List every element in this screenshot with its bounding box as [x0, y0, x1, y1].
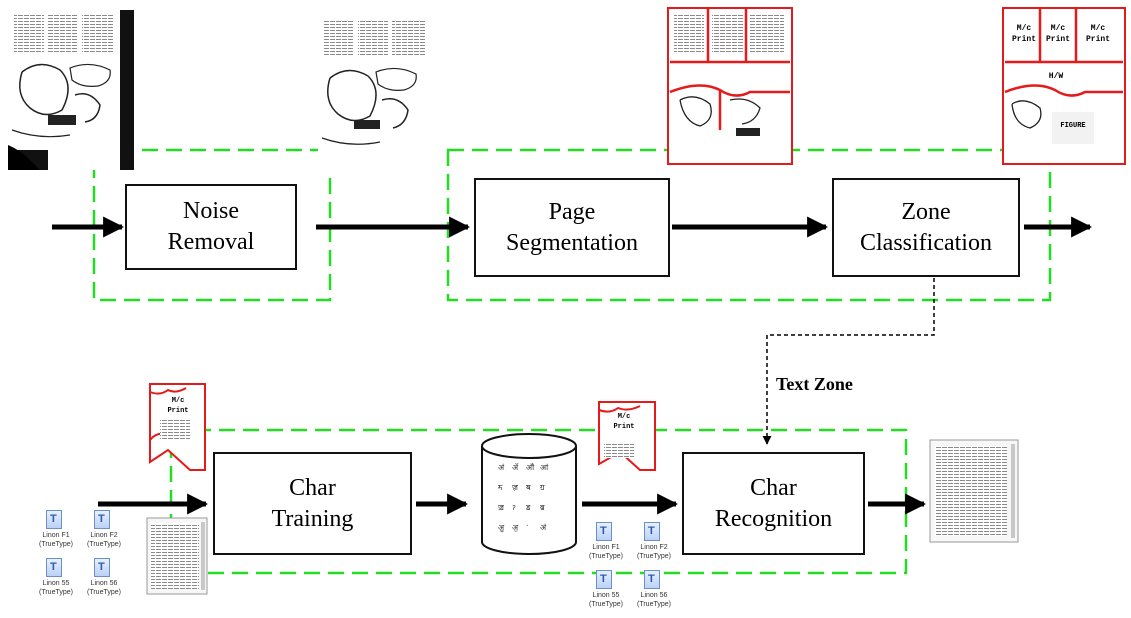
font-file-linon-55: T Linon 55 (TrueType) [26, 558, 86, 606]
font-file-name: Linon 55 (TrueType) [39, 580, 73, 596]
svg-text:ॷ: ॷ [498, 524, 505, 533]
noisy-page-thumbnail [8, 10, 134, 170]
svg-text:ॲ: ॲ [512, 463, 519, 473]
training-text-document [146, 517, 208, 595]
font-file-name: Linon F1 (TrueType) [589, 544, 623, 560]
node-page-segmentation: Page Segmentation [474, 178, 670, 277]
font-file-name: Linon 56 (TrueType) [637, 592, 671, 608]
node-char-training-label: Char Training [271, 474, 354, 532]
zone-label-mc-line2: Print [1012, 35, 1036, 44]
zone-label-mc-line1c: M/c [1091, 24, 1106, 33]
font-file-linon-56: T Linon 56 (TrueType) [74, 558, 134, 606]
svg-text:ॼ: ॼ [498, 504, 505, 513]
truetype-font-icon: T [644, 522, 660, 541]
zone-label-mc-line1b: M/c [1051, 24, 1066, 33]
svg-text:ॽ: ॽ [512, 504, 516, 513]
zone-label-hw: H/W [1049, 72, 1064, 81]
training-sample-thumbnail [149, 383, 206, 471]
truetype-font-icon: T [46, 558, 62, 577]
recognition-sample-thumbnail [598, 401, 656, 471]
svg-text:ॿ: ॿ [540, 504, 545, 513]
truetype-font-icon: T [596, 570, 612, 589]
font-file-name: Linon F1 (TrueType) [39, 532, 73, 548]
svg-text:ॵ: ॵ [526, 462, 535, 473]
font-file-linon-56-db: T Linon 56 (TrueType) [624, 570, 684, 618]
node-zone-classification: Zone Classification [832, 178, 1020, 277]
font-file-linon-f1-db: T Linon F1 (TrueType) [576, 522, 636, 570]
node-char-recognition-label: Char Recognition [714, 474, 833, 532]
truetype-font-icon: T [94, 510, 110, 529]
svg-text:ॳ: ॳ [498, 463, 505, 473]
recognition-sample-line1: M/c [618, 413, 631, 421]
svg-text:ॺ: ॺ [526, 484, 531, 493]
node-page-segmentation-label: Page Segmentation [506, 198, 638, 256]
truetype-font-icon: T [46, 510, 62, 529]
edge-text-zone-connector [762, 278, 935, 445]
edge-label-text-zone: Text Zone [776, 374, 853, 394]
font-file-name: Linon F2 (TrueType) [87, 532, 121, 548]
zone-label-figure: FIGURE [1060, 122, 1085, 130]
node-char-training: Char Training [213, 452, 412, 555]
cleaned-page-thumbnail [318, 16, 434, 176]
recognition-sample-line2: Print [613, 423, 634, 431]
zone-label-mc-line1: M/c [1017, 24, 1032, 33]
font-file-name: Linon 56 (TrueType) [87, 580, 121, 596]
node-zone-classification-label: Zone Classification [860, 198, 992, 256]
svg-text:ॱ: ॱ [526, 524, 529, 533]
svg-text:ॹ: ॹ [512, 484, 519, 493]
svg-text:ॻ: ॻ [540, 484, 545, 493]
node-noise-removal: Noise Removal [125, 184, 297, 270]
truetype-font-icon: T [596, 522, 612, 541]
truetype-font-icon: T [644, 570, 660, 589]
truetype-font-icon: T [94, 558, 110, 577]
font-file-linon-f2: T Linon F2 (TrueType) [74, 510, 134, 558]
node-char-recognition: Char Recognition [682, 452, 865, 555]
svg-text:ॶ: ॶ [512, 524, 519, 533]
training-sample-line1: M/c [172, 397, 185, 405]
font-file-linon-f2-db: T Linon F2 (TrueType) [624, 522, 684, 570]
font-file-name: Linon 55 (TrueType) [589, 592, 623, 608]
zone-label-mc-line2b: Print [1046, 35, 1070, 44]
svg-text:ॸ: ॸ [498, 484, 503, 493]
training-sample-line2: Print [167, 407, 188, 415]
segmented-page-thumbnail [667, 7, 793, 165]
zone-label-mc-line2c: Print [1086, 35, 1110, 44]
font-file-name: Linon F2 (TrueType) [637, 544, 671, 560]
font-file-linon-55-db: T Linon 55 (TrueType) [576, 570, 636, 618]
svg-text:ॴ: ॴ [540, 463, 549, 473]
svg-text:ॾ: ॾ [525, 504, 531, 513]
classified-page-thumbnail [1002, 7, 1126, 165]
recognized-text-document [929, 439, 1019, 543]
node-noise-removal-label: Noise Removal [167, 198, 255, 255]
font-file-linon-f1: T Linon F1 (TrueType) [26, 510, 86, 558]
svg-text:ॳ: ॳ [540, 523, 547, 533]
